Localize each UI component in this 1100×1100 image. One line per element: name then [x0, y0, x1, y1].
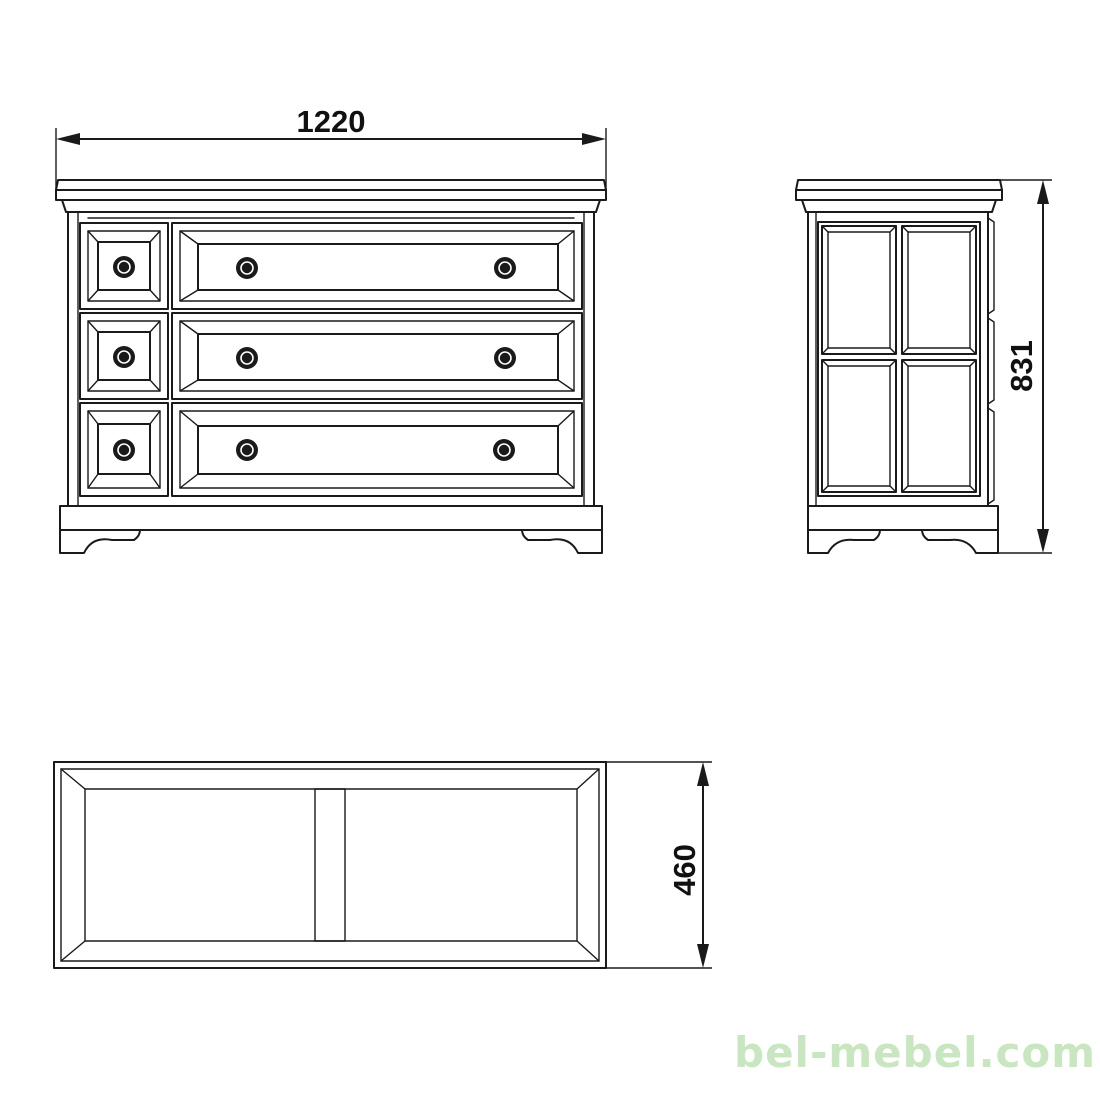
- large-drawer-3[interactable]: [171, 402, 583, 497]
- small-drawer-3[interactable]: [79, 402, 169, 497]
- depth-dimension: [606, 761, 712, 969]
- large-drawer-1[interactable]: [171, 222, 583, 310]
- height-label: 831: [1004, 340, 1039, 392]
- front-view: [55, 128, 607, 554]
- knob-icon[interactable]: [236, 257, 258, 279]
- knob-icon[interactable]: [113, 346, 135, 368]
- knob-icon[interactable]: [494, 347, 516, 369]
- knob-icon[interactable]: [236, 439, 258, 461]
- large-drawer-2[interactable]: [171, 312, 583, 400]
- width-dimension: [55, 128, 607, 196]
- watermark: bel-mebel.com: [734, 1028, 1097, 1077]
- height-dimension: [998, 179, 1052, 554]
- knob-icon[interactable]: [236, 347, 258, 369]
- knob-icon[interactable]: [493, 439, 515, 461]
- knob-icon[interactable]: [494, 257, 516, 279]
- top-view: [53, 761, 712, 969]
- side-view: [795, 179, 1052, 554]
- small-drawer-2[interactable]: [79, 312, 169, 400]
- width-label: 1220: [297, 104, 366, 139]
- knob-icon[interactable]: [113, 256, 135, 278]
- depth-label: 460: [667, 844, 702, 896]
- knob-icon[interactable]: [113, 439, 135, 461]
- small-drawer-1[interactable]: [79, 222, 169, 310]
